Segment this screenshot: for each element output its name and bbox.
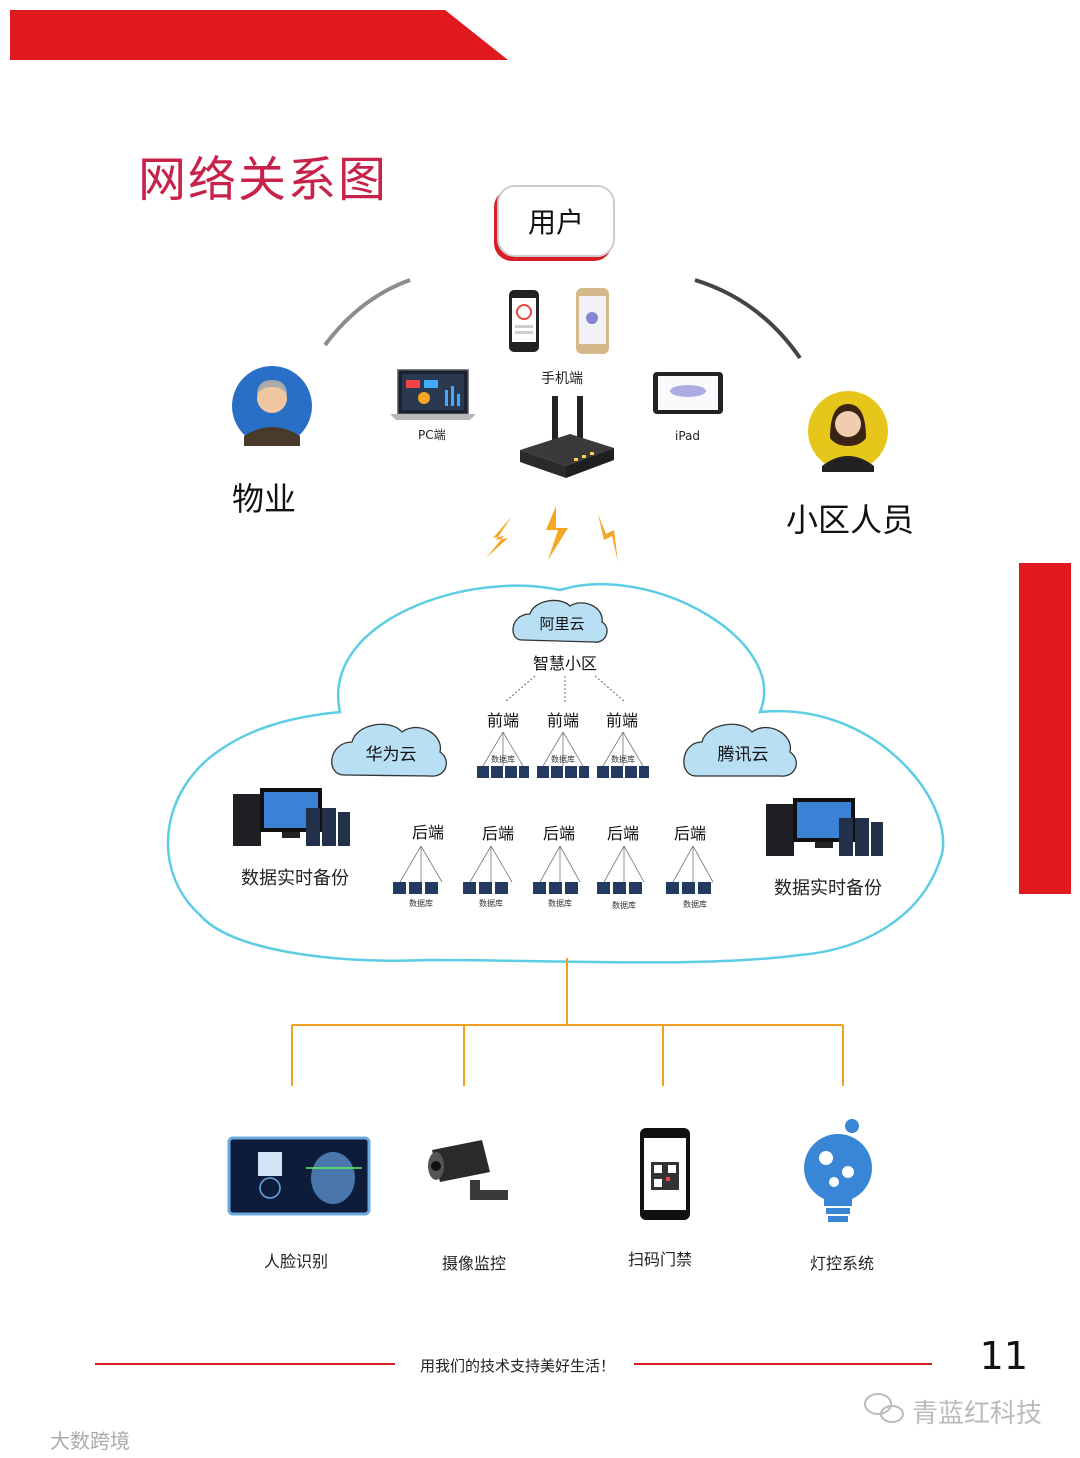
lightning-bolt [486,516,512,558]
tencent-label: 腾讯云 [717,745,769,765]
database-label: 数据库 [683,900,707,909]
device-label-qr: 扫码门禁 [627,1250,692,1269]
frontend-db-clusters [482,731,644,767]
slogan: 用我们的技术支持美好生活！ [419,1357,615,1375]
lightbulb-icon [804,1119,872,1222]
huawei-label: 华为云 [365,745,417,765]
backend-db-clusters [399,845,714,883]
corner-watermark: 大数跨境 [50,1429,130,1453]
backend-label: 后端 [411,823,444,842]
database-label: 数据库 [551,755,575,764]
database-label: 数据库 [479,899,503,908]
aliyun-label: 阿里云 [539,615,585,633]
device-tree-lines [291,958,844,1086]
resident-label: 小区人员 [786,501,915,539]
backup-computer-icon [233,788,350,846]
aliyun-cloud [512,599,608,643]
frontend-label: 前端 [486,711,519,730]
right-arc [694,278,802,360]
backend-label: 后端 [673,824,706,843]
left-arc [323,278,411,347]
frontend-label: 前端 [546,711,579,730]
camera-icon [428,1140,508,1200]
frontend-tree-lines [504,675,626,703]
backup-right-label: 数据实时备份 [774,878,882,899]
property-avatar [232,366,312,446]
pc-label: PC端 [418,428,446,442]
router-icon [520,396,614,478]
backup-left-label: 数据实时备份 [241,868,349,889]
phone-icon [576,288,609,354]
wechat-icon [864,1393,904,1423]
database-label: 数据库 [612,901,636,910]
server-rack-icon [393,882,711,894]
database-label: 数据库 [548,899,572,908]
page-title: 网络关系图 [138,152,389,208]
right-red-bar [1019,563,1071,894]
tencent-cloud [683,723,797,777]
top-red-banner [10,10,508,60]
lightning-bolt [546,506,568,560]
smart-community-label: 智慧小区 [532,654,597,673]
database-label: 数据库 [491,755,515,764]
backend-label: 后端 [481,824,514,843]
frontend-label: 前端 [605,711,638,730]
database-label: 数据库 [409,899,433,908]
brand-watermark: 青蓝红科技 [912,1399,1043,1429]
database-label: 数据库 [611,755,635,764]
face-recognition-icon [227,1136,371,1216]
tablet-icon [653,372,723,414]
backend-label: 后端 [606,824,639,843]
lightning-bolt [598,514,618,562]
mobile-label: 手机端 [541,371,583,387]
user-node: 用户 [497,185,615,257]
backend-label: 后端 [542,824,575,843]
big-cloud-outline [166,582,945,964]
huawei-cloud [331,723,447,777]
ipad-label: iPad [675,429,701,443]
device-label-face: 人脸识别 [263,1252,328,1271]
laptop-icon [390,369,476,420]
server-rack-icon [477,766,649,778]
page-number: 11 [979,1334,1028,1378]
property-label: 物业 [232,480,297,518]
device-label-camera: 摄像监控 [441,1254,506,1273]
resident-avatar [808,391,888,472]
device-label-light: 灯控系统 [809,1254,874,1273]
phone-icon [509,290,539,352]
qr-code-phone-icon [640,1128,690,1220]
backup-computer-icon [766,798,883,856]
